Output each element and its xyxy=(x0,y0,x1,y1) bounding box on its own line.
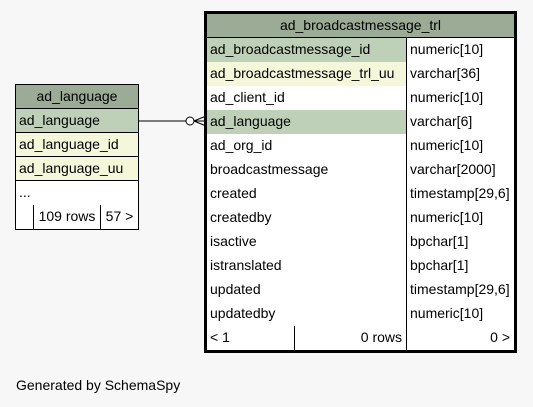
column-name: ad_language xyxy=(19,112,100,128)
table-title[interactable]: ad_broadcastmessage_trl xyxy=(207,14,514,38)
column-type: numeric[10] xyxy=(407,206,514,230)
column-name: ad_org_id xyxy=(207,134,406,158)
column-row[interactable]: ... xyxy=(16,181,138,205)
column-name: updatedby xyxy=(207,302,406,326)
column-name: ad_language_uu xyxy=(19,160,124,176)
column-name: ad_language xyxy=(207,110,406,134)
column-name: ad_language_id xyxy=(19,136,119,152)
children-link[interactable]: 57 > xyxy=(105,208,134,224)
table-footer: < 1 0 rows 0 > xyxy=(207,326,514,350)
column-name: createdby xyxy=(207,206,406,230)
column-name: broadcastmessage xyxy=(207,158,406,182)
row-count: 109 rows xyxy=(38,208,96,224)
column-type: timestamp[29,6] xyxy=(407,278,514,302)
column-name: ad_client_id xyxy=(207,86,406,110)
column-type: varchar[2000] xyxy=(407,158,514,182)
column-row[interactable]: ad_language_id xyxy=(16,133,138,157)
column-type: numeric[10] xyxy=(407,38,514,62)
column-name: ... xyxy=(19,184,31,200)
column-name: isactive xyxy=(207,230,406,254)
column-type: numeric[10] xyxy=(407,134,514,158)
column-name: updated xyxy=(207,278,406,302)
footer-left xyxy=(16,205,33,229)
column-type: numeric[10] xyxy=(407,86,514,110)
column-row[interactable]: ad_language xyxy=(16,109,138,133)
table-footer: 109 rows 57 > xyxy=(16,205,138,229)
table-title[interactable]: ad_language xyxy=(16,85,138,109)
column-type: numeric[10] xyxy=(407,302,514,326)
column-name: ad_broadcastmessage_trl_uu xyxy=(207,62,406,86)
column-row[interactable]: ad_language_uu xyxy=(16,157,138,181)
column-name: created xyxy=(207,182,406,206)
column-type: varchar[36] xyxy=(407,62,514,86)
column-name: istranslated xyxy=(207,254,406,278)
ad-broadcastmessage-trl-table[interactable]: ad_broadcastmessage_trl ad_broadcastmess… xyxy=(204,11,517,353)
column-type: timestamp[29,6] xyxy=(407,182,514,206)
generated-by-label: Generated by SchemaSpy xyxy=(16,377,181,393)
parents-link[interactable]: < 1 xyxy=(210,329,230,345)
column-type: bpchar[1] xyxy=(407,230,514,254)
column-type: bpchar[1] xyxy=(407,254,514,278)
ad-language-table[interactable]: ad_language ad_language ad_language_id ad_… xyxy=(15,84,139,230)
column-name: ad_broadcastmessage_id xyxy=(207,38,406,62)
column-type: varchar[6] xyxy=(407,110,514,134)
children-link[interactable]: 0 > xyxy=(490,329,510,345)
row-count: 0 rows xyxy=(360,329,402,345)
zero-optional-marker xyxy=(185,116,195,126)
